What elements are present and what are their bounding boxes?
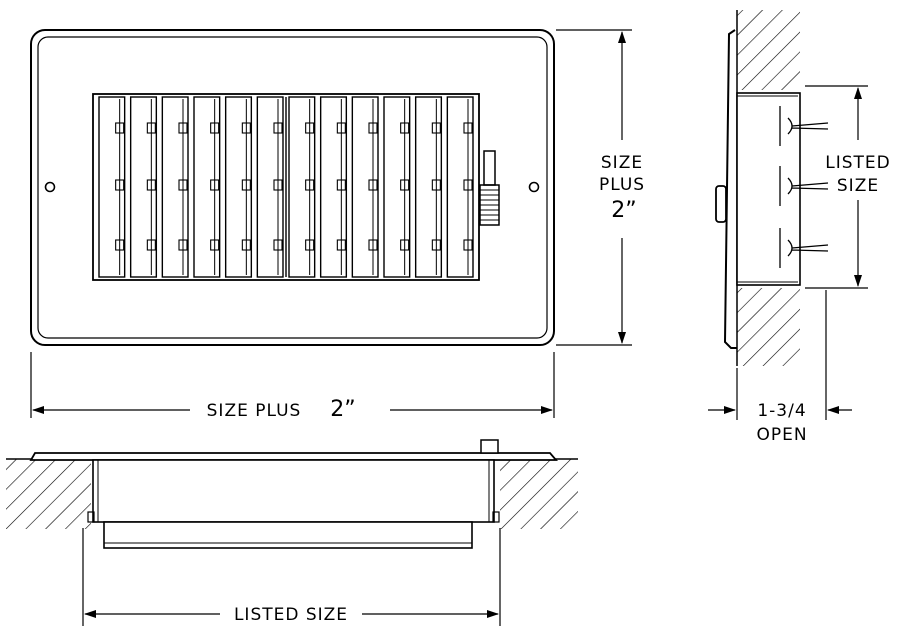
bottom-width-label: LISTED SIZE [234, 605, 348, 625]
side-lever-knob [715, 185, 727, 223]
screw-hole-left [44, 181, 56, 193]
side-clip [787, 117, 829, 135]
louver-blade [288, 96, 316, 278]
bottom-width-dimension [82, 528, 501, 626]
side-height-label-line2: SIZE [837, 176, 879, 196]
front-height-label-line1: SIZE [601, 153, 643, 173]
louver-blade [446, 96, 474, 278]
louver-blade [383, 96, 411, 278]
louver-blades [98, 96, 474, 278]
louver-blade [161, 96, 189, 278]
front-view: SIZE PLUS 2” SIZE PLUS 2” [30, 29, 645, 422]
floor-hatch-left [6, 459, 91, 529]
front-height-label-line3: 2” [611, 198, 636, 223]
bottom-louver-box [103, 521, 473, 549]
front-height-label-line2: PLUS [599, 175, 645, 195]
screw-hole-right [528, 181, 540, 193]
side-clip [787, 239, 829, 257]
side-faceplate [723, 29, 737, 349]
wall-hatch-top [737, 10, 800, 90]
side-boot-body [736, 92, 801, 286]
bottom-view: LISTED SIZE [6, 439, 578, 626]
front-width-label-value: 2” [330, 397, 355, 422]
side-depth-dimension [708, 290, 852, 420]
wall-hatch-bottom [737, 288, 800, 366]
louver-blade [256, 96, 284, 278]
damper-lever [479, 150, 500, 226]
side-louver-clips [779, 106, 829, 268]
louver-blade [98, 96, 126, 278]
side-height-label-line1: LISTED [825, 153, 891, 173]
bottom-boot-body [92, 459, 495, 523]
louver-blade [129, 96, 158, 278]
faceplate-inner [37, 36, 548, 339]
front-height-dimension [556, 29, 632, 346]
side-height-dimension [805, 85, 868, 289]
side-depth-label-line2: OPEN [756, 425, 807, 445]
louver-blade [414, 96, 443, 278]
side-clip [787, 177, 829, 195]
bottom-lever [480, 439, 499, 454]
bottom-faceplate [29, 452, 558, 461]
louver-blade [193, 96, 221, 278]
front-width-dimension [30, 352, 555, 418]
louver-frame [92, 93, 480, 281]
faceplate-outer [30, 29, 555, 346]
floor-hatch-right [500, 459, 578, 529]
side-view: LISTED SIZE 1-3/4 OPEN [708, 10, 891, 445]
louver-blade [351, 96, 379, 278]
front-width-label: SIZE PLUS [207, 401, 302, 421]
louver-blade [224, 96, 253, 278]
side-depth-label-line1: 1-3/4 [757, 401, 806, 421]
louver-blade [319, 96, 348, 278]
